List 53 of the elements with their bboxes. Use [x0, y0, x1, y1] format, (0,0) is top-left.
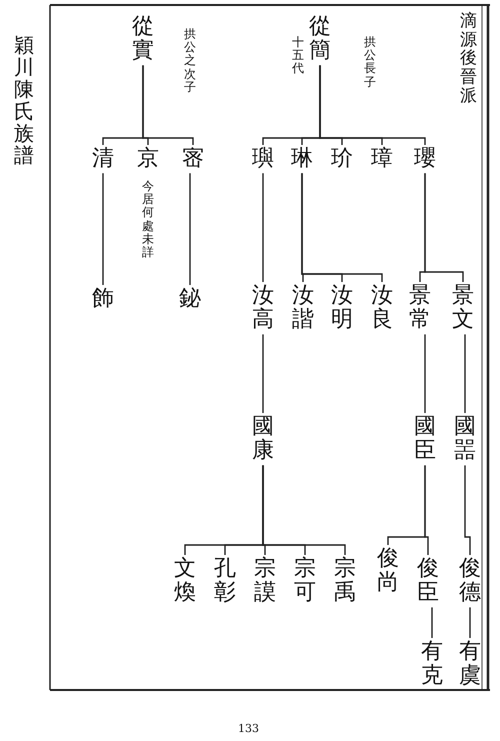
person-name: 孔彰: [214, 557, 236, 606]
heading-text: 滴源後晉派: [460, 12, 477, 106]
lineage-line: [469, 607, 471, 638]
lineage-line: [262, 334, 264, 413]
person-name: 汝明: [331, 284, 353, 332]
person-name: 琳: [291, 147, 313, 172]
person-name: 宗謨: [254, 557, 276, 606]
person-name: 宗可: [294, 557, 316, 606]
person-name: 京: [137, 147, 159, 172]
page-number: 133: [238, 722, 259, 735]
person-name: 汝良: [371, 284, 393, 332]
person-name: 玠: [331, 147, 353, 172]
heading-text: 穎川陳氏族譜: [14, 34, 34, 166]
person-name: 從實: [132, 15, 154, 64]
person-name: 國噐: [454, 415, 476, 464]
generation-note: 十五代: [292, 36, 304, 76]
lineage-line: [424, 173, 464, 282]
person-name: 有克: [421, 640, 443, 688]
lineage-line: [464, 465, 471, 555]
person-name: 景文: [452, 284, 474, 332]
person-name: 文煥: [174, 557, 196, 606]
lineage-line: [301, 173, 383, 282]
lineage-line: [424, 465, 429, 555]
person-name: 宻: [182, 147, 204, 172]
person-name: 從簡: [309, 15, 331, 64]
person-name: 汝諧: [292, 284, 314, 332]
lineage-line: [431, 607, 433, 638]
person-name: 有虞: [459, 640, 481, 688]
person-name: 清: [92, 147, 114, 172]
person-name: 瓔: [414, 147, 436, 172]
person-name: 俊德: [459, 557, 481, 606]
annotation-note: 今居何處未詳: [142, 180, 154, 260]
person-name: 璋: [371, 147, 393, 172]
lineage-line: [102, 173, 104, 285]
person-name: 璵: [252, 147, 274, 172]
person-name: 俊臣: [417, 557, 439, 606]
lineage-line: [184, 465, 264, 555]
lineage-line: [424, 334, 426, 413]
lineage-line: [464, 334, 466, 413]
annotation-note: 拱公長子: [364, 36, 376, 89]
person-name: 景常: [409, 284, 431, 332]
person-name: 鉍: [179, 287, 201, 312]
person-name: 宗禹: [334, 557, 356, 606]
lineage-line: [262, 173, 264, 282]
annotation-note: 拱公之次子: [184, 28, 196, 94]
lineage-line: [189, 173, 191, 285]
person-name: 俊尚: [377, 547, 399, 596]
lineage-line: [142, 65, 194, 145]
person-name: 汝高: [252, 284, 274, 332]
person-name: 飾: [92, 287, 114, 312]
person-name: 國康: [252, 415, 274, 464]
lineage-line: [319, 65, 426, 145]
person-name: 國臣: [414, 415, 436, 464]
